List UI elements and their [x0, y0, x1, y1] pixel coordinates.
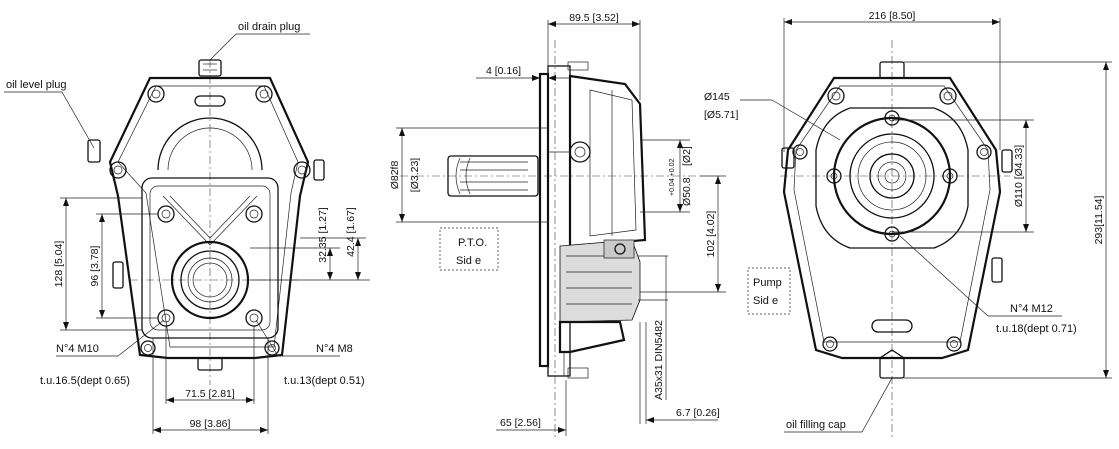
svg-text:+0.04 +0.02: +0.04 +0.02 [669, 159, 676, 196]
dim-110: Ø110 [Ø4.33] [892, 119, 1034, 233]
dim-293: 293[11.54] [904, 61, 1112, 379]
callout-oil-level-plug: oil level plug [6, 79, 67, 91]
right-view: 216 [8.50] Ø145 [Ø5.71] Ø110 [Ø4.33] 293… [704, 10, 1112, 440]
svg-text:6.7 [0.26]: 6.7 [0.26] [676, 407, 720, 419]
dim-89-5: 89.5 [3.52] [547, 12, 641, 100]
pump-side-label: Pump Sid e [747, 267, 791, 315]
dim-145: Ø145 [Ø5.71] [704, 91, 841, 141]
dim-6-7: 6.7 [0.26] [639, 322, 720, 424]
callout-m8-depth: t.u.13(dept 0.51) [284, 375, 365, 387]
svg-text:71.5 [2.81]: 71.5 [2.81] [185, 388, 235, 400]
svg-text:96 [3.78]: 96 [3.78] [89, 245, 101, 286]
callout-m10: N°4 M10 [56, 343, 99, 355]
svg-text:293[11.54]: 293[11.54] [1093, 195, 1105, 244]
svg-text:216 [8.50]: 216 [8.50] [869, 10, 916, 22]
dim-4: 4 [0.16] [476, 65, 570, 81]
pump-housing-outline [782, 76, 1002, 360]
oil-level-plug [87, 139, 101, 163]
svg-text:Ø50.8: Ø50.8 [681, 177, 693, 206]
housing-outline [108, 76, 310, 360]
svg-text:65 [2.56]: 65 [2.56] [500, 417, 541, 429]
pto-shaft [447, 155, 539, 197]
middle-view: 89.5 [3.52] 4 [0.16] Ø82f8 [Ø3.23] Ø50.8… [389, 12, 726, 440]
svg-text:89.5 [3.52]: 89.5 [3.52] [569, 12, 619, 24]
svg-text:98 [3.86]: 98 [3.86] [190, 418, 231, 430]
callout-oil-drain-plug: oil drain plug [238, 21, 300, 33]
dim-65: 65 [2.56] [496, 380, 567, 436]
svg-text:A35x31 DIN5482: A35x31 DIN5482 [653, 320, 665, 400]
svg-text:[Ø2]: [Ø2] [681, 146, 693, 166]
svg-text:[Ø5.71]: [Ø5.71] [704, 109, 739, 121]
svg-text:P.T.O.: P.T.O. [458, 237, 487, 249]
callout-m12: N°4 M12 [1010, 303, 1053, 315]
svg-text:Ø82f8: Ø82f8 [389, 161, 401, 190]
svg-text:Ø145: Ø145 [704, 91, 730, 103]
svg-text:4 [0.16]: 4 [0.16] [486, 65, 521, 77]
dim-71-5: 71.5 [2.81] [165, 326, 255, 404]
dim-102: 102 [4.02] [640, 175, 726, 293]
svg-text:Ø110 [Ø4.33]: Ø110 [Ø4.33] [1013, 145, 1025, 207]
callout-m12-depth: t.u.18(dept 0.71) [996, 323, 1077, 335]
dim-128: 128 [5.04] [53, 197, 142, 331]
svg-text:Sid e: Sid e [753, 295, 778, 307]
left-view: 128 [5.04] 96 [3.78] 32.35 [1.27] 42.4 [… [4, 21, 370, 434]
svg-text:Sid e: Sid e [456, 255, 481, 267]
svg-text:42.4 [1.67]: 42.4 [1.67] [345, 207, 357, 257]
svg-text:Pump: Pump [753, 277, 782, 289]
svg-text:[Ø3.23]: [Ø3.23] [409, 158, 421, 193]
dim-50-8: Ø50.8 +0.04 +0.02 [Ø2] [640, 139, 693, 213]
svg-text:32.35 [1.27]: 32.35 [1.27] [317, 207, 329, 263]
callout-m8: N°4 M8 [316, 343, 353, 355]
dim-spline: A35x31 DIN5482 [638, 255, 668, 400]
svg-text:128 [5.04]: 128 [5.04] [53, 241, 65, 288]
dim-98: 98 [3.86] [152, 338, 269, 434]
dim-96: 96 [3.78] [89, 213, 158, 319]
svg-text:102 [4.02]: 102 [4.02] [705, 211, 717, 258]
callout-m10-depth: t.u.16.5(dept 0.65) [40, 375, 130, 387]
dim-32-35: 32.35 [1.27] [250, 207, 370, 281]
dim-82: Ø82f8 [Ø3.23] [389, 127, 548, 223]
callout-oil-filling-cap: oil filling cap [786, 419, 846, 431]
dim-216: 216 [8.50] [783, 10, 1001, 152]
dim-42-4: 42.4 [1.67] [300, 207, 366, 280]
pto-side-label: P.T.O. Sid e [439, 227, 499, 271]
